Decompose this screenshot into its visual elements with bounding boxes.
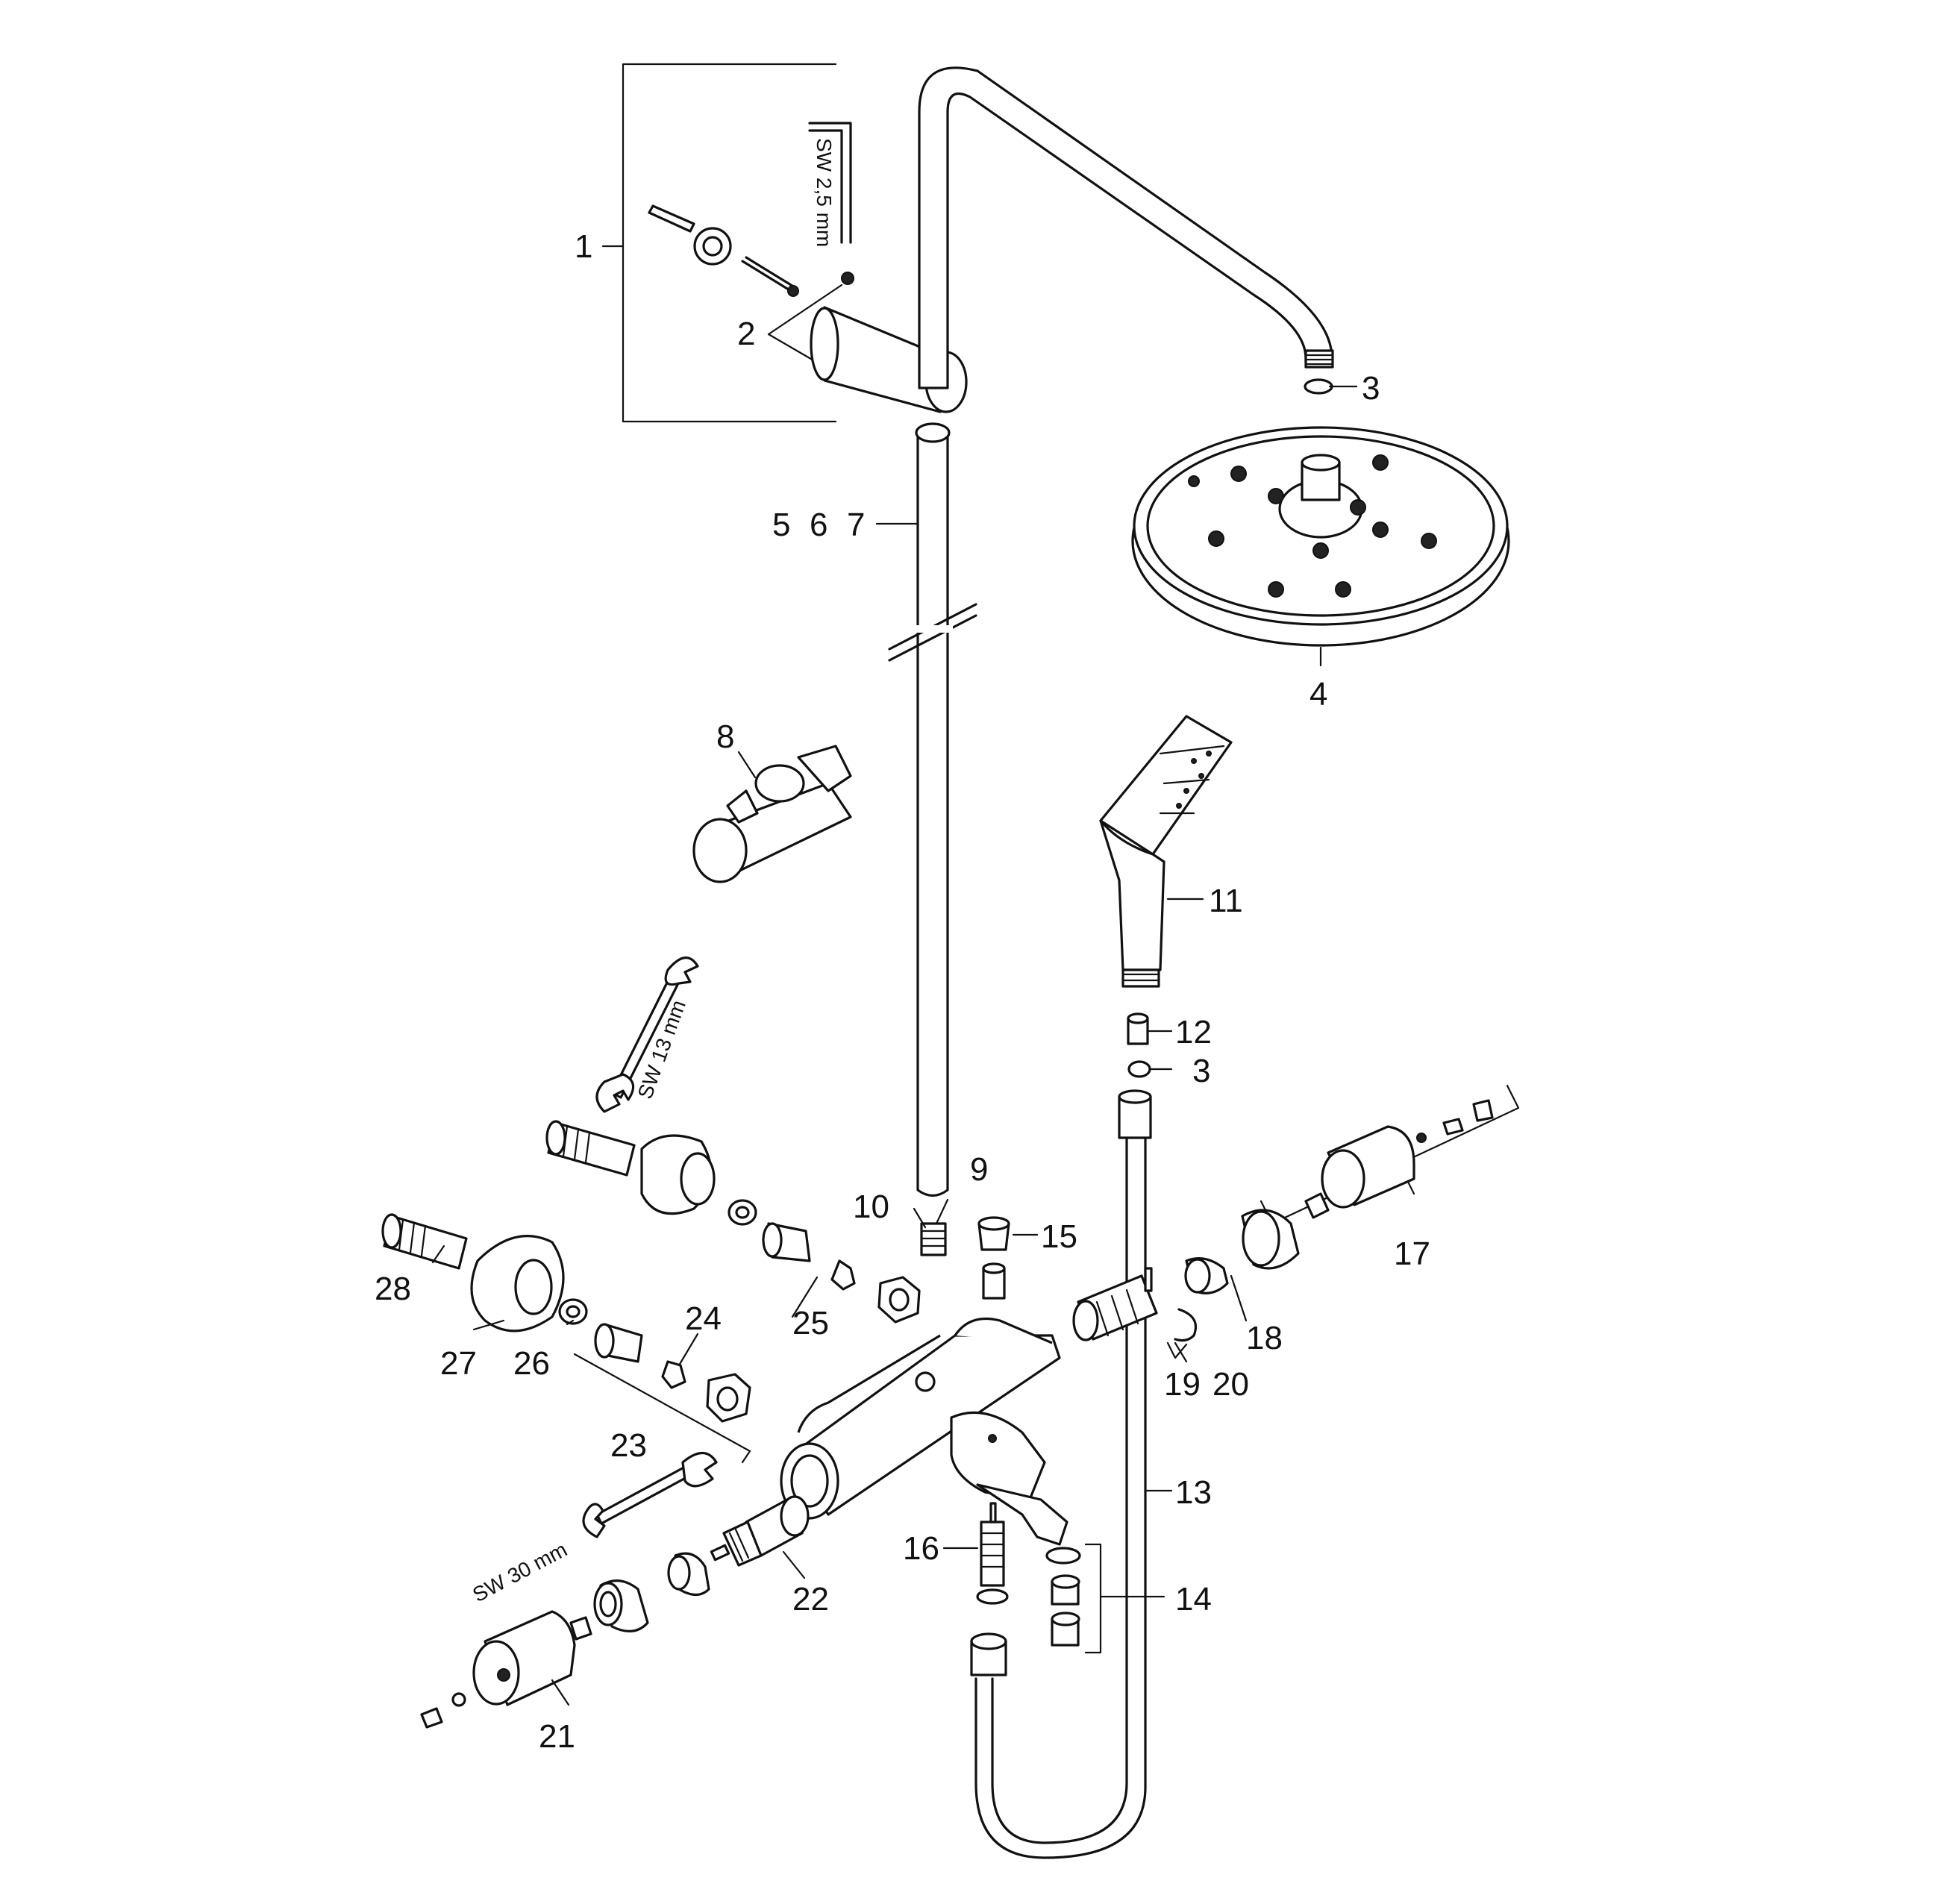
callout-8: 8 [716,718,734,755]
callout-2: 2 [737,316,755,352]
callout-5: 5 [772,507,790,543]
callout-9: 9 [970,1151,988,1188]
seal-ring-middle [1127,1060,1151,1078]
callout-18: 18 [1246,1320,1283,1356]
seal-ring-top [1304,378,1333,395]
wrench-large-size-label: SW 30 mm [469,1538,571,1606]
callout-24: 24 [685,1300,722,1337]
callout-1: 1 [575,228,592,265]
callout-13: 13 [1175,1474,1212,1511]
callout-16: 16 [903,1530,939,1567]
callout-17: 17 [1394,1236,1430,1272]
lower-s-union [381,1213,751,1464]
wall-anchor-and-screw [648,204,799,297]
flow-limiter [1127,1012,1149,1045]
shower-hose [970,1089,1152,1859]
callout-3-middle: 3 [1192,1053,1210,1089]
callout-19: 19 [1164,1366,1201,1403]
callout-28: 28 [375,1271,411,1307]
callout-27: 27 [440,1345,477,1382]
rail-connector-parts [920,1216,1010,1300]
callout-12: 12 [1175,1014,1212,1050]
thermostat-body [780,1317,1068,1546]
callout-3-top: 3 [1362,370,1380,407]
hex-key-tool: SW 2,5 mm [808,122,852,247]
wall-mount-group-bracket [601,63,837,423]
callout-20: 20 [1212,1366,1249,1403]
diverter-handle-set [1072,1084,1520,1359]
callout-4: 4 [1310,676,1327,713]
callout-22: 22 [792,1581,829,1618]
callout-21: 21 [539,1718,575,1755]
callout-15: 15 [1041,1218,1077,1255]
shower-slider [692,745,852,883]
callout-23: 23 [610,1427,647,1464]
temperature-handle [420,1552,710,1729]
thermostatic-cartridge [710,1495,810,1567]
diverter-cartridge [976,1502,1009,1605]
callout-25: 25 [792,1305,829,1341]
callout-14: 14 [1175,1581,1212,1618]
callout-6: 6 [810,507,827,543]
overhead-shower-head [1131,426,1510,647]
leader-lines [431,385,1358,1706]
callout-10: 10 [853,1189,889,1225]
riser-rail [888,422,977,1197]
wrench-small-tool: SW 13 mm [595,956,699,1113]
upper-s-union [545,1120,921,1324]
hex-key-size-label: SW 2,5 mm [813,138,836,247]
spout-aerator-set [1045,1543,1165,1654]
callout-labels: 1 2 3 4 5 6 7 8 9 10 11 12 3 13 14 15 16… [375,228,1430,1755]
callout-7: 7 [847,507,865,543]
callout-26: 26 [513,1345,550,1382]
shower-arm [918,66,1334,389]
hand-shower [1099,715,1233,988]
callout-11: 11 [1209,883,1243,919]
